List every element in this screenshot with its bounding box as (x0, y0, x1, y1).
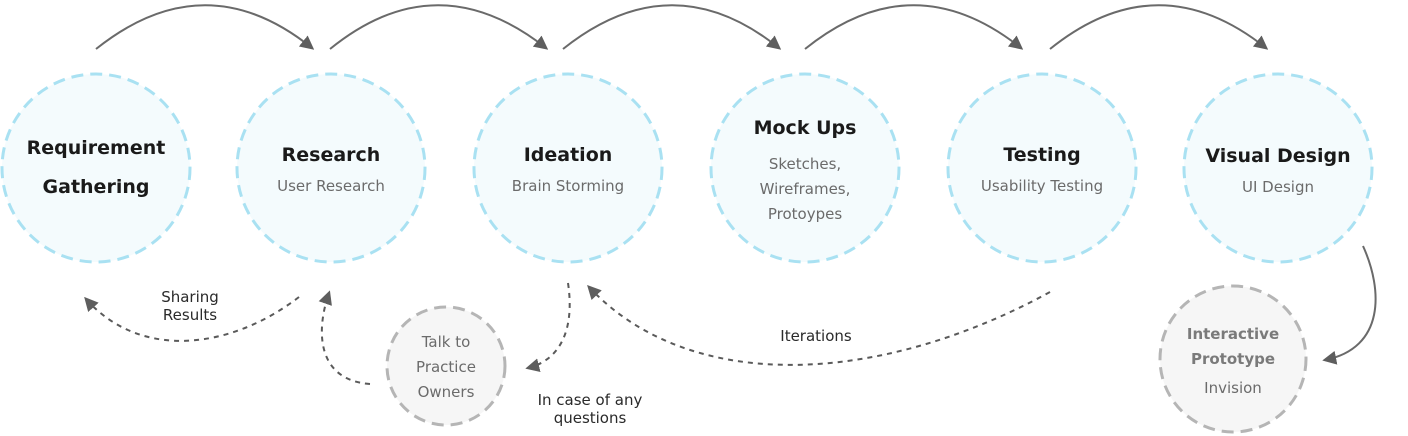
stage-mock-ups: Mock Ups Sketches, Wireframes, Protoypes (709, 72, 901, 264)
stage-circle (235, 72, 427, 264)
talk-circle (385, 305, 507, 427)
note-questions: In case of any (538, 391, 643, 409)
feedback-arrows (84, 245, 1377, 385)
stage-circle (0, 72, 192, 264)
arrow-owners-to-research (318, 290, 371, 385)
stage-visual-design: Visual Design UI Design (1182, 72, 1374, 264)
stage-research: Research User Research (235, 72, 427, 264)
arrow-ideation-to-owners (525, 282, 571, 373)
talk-label: Talk to (421, 333, 471, 351)
prototype-title: Prototype (1191, 350, 1275, 368)
forward-arrows (95, 4, 1269, 50)
arrow-ideation-to-mockups (562, 4, 782, 50)
stage-subtitle: Wireframes, (760, 180, 851, 198)
interactive-prototype-node: Interactive Prototype Invision (1158, 284, 1308, 434)
stage-testing: Testing Usability Testing (946, 72, 1138, 264)
stage-subtitle: Usability Testing (981, 177, 1103, 195)
note-questions: questions (554, 409, 627, 427)
prototype-subtitle: Invision (1204, 379, 1262, 397)
stage-title: Requirement (27, 137, 166, 159)
stage-circle (709, 72, 901, 264)
prototype-title: Interactive (1187, 325, 1279, 343)
arrow-testing-to-visual-design (1049, 4, 1269, 50)
talk-label: Practice (416, 358, 476, 376)
arrow-visual-to-prototype (1322, 245, 1377, 365)
stage-circle (1182, 72, 1374, 264)
prototype-circle (1158, 284, 1308, 434)
arrow-sharing-results (84, 296, 300, 342)
stage-subtitle: UI Design (1242, 178, 1314, 196)
stage-circle (472, 72, 664, 264)
talk-label: Owners (418, 383, 475, 401)
stage-title: Visual Design (1205, 145, 1350, 167)
note-sharing: Sharing (161, 288, 219, 306)
stage-subtitle: Sketches, (769, 155, 841, 173)
arrow-mockups-to-testing (804, 4, 1024, 50)
stage-title: Research (282, 144, 381, 166)
stage-requirement-gathering: Requirement Gathering (0, 72, 192, 264)
talk-to-owners-node: Talk to Practice Owners (385, 305, 507, 427)
stage-title: Gathering (43, 176, 150, 198)
stage-ideation: Ideation Brain Storming (472, 72, 664, 264)
annotations: Sharing Results In case of any questions… (161, 288, 852, 427)
stage-title: Testing (1003, 144, 1080, 166)
stage-subtitle: Brain Storming (512, 177, 624, 195)
stage-title: Mock Ups (754, 117, 857, 139)
stage-subtitle: Protoypes (768, 205, 842, 223)
stage-circle (946, 72, 1138, 264)
note-iterations: Iterations (780, 327, 852, 345)
arrow-research-to-ideation (329, 4, 549, 50)
stage-title: Ideation (524, 144, 613, 166)
arrow-requirement-to-research (95, 4, 315, 50)
note-sharing: Results (163, 306, 217, 324)
arrow-iterations (587, 284, 1051, 366)
stage-subtitle: User Research (277, 177, 385, 195)
